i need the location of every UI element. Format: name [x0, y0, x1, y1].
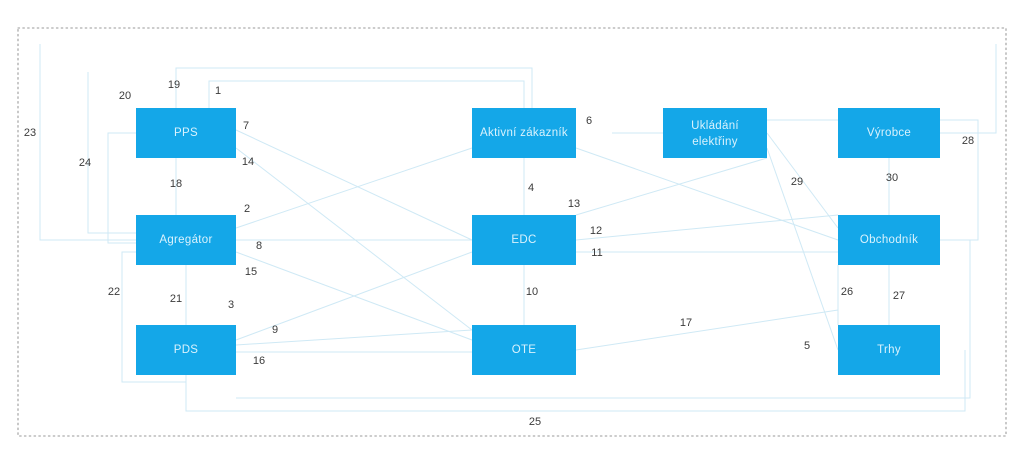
- connector-13: [575, 157, 768, 216]
- node-label-ukladani-line2: elektřiny: [692, 136, 738, 148]
- edge-label-10: 10: [526, 286, 538, 298]
- node-ote[interactable]: OTE: [472, 325, 576, 375]
- edge-label-23: 23: [24, 127, 36, 139]
- node-label-ukladani: Ukládání: [691, 120, 739, 132]
- connector-29: [766, 132, 839, 229]
- edge-label-7: 7: [243, 120, 249, 132]
- edge-label-29: 29: [791, 176, 803, 188]
- edge-labels-layer: 1234567891011121314151617181920212223242…: [24, 79, 974, 428]
- edge-label-16: 16: [253, 355, 265, 367]
- nodes-layer: PPS Aktivní zákazník Ukládání elektřiny Výro…: [136, 108, 940, 375]
- connector-20: [107, 132, 136, 244]
- node-label-pps: PPS: [174, 127, 198, 139]
- node-box-pps[interactable]: [136, 108, 236, 158]
- node-pds[interactable]: PDS: [136, 325, 236, 375]
- node-label-agregator: Agregátor: [159, 234, 212, 246]
- node-box-trhy[interactable]: [838, 325, 940, 375]
- node-label-aktivni: Aktivní zákazník: [480, 127, 568, 139]
- node-ukladani[interactable]: Ukládání elektřiny: [663, 108, 767, 158]
- connector-route-b: [236, 239, 971, 399]
- node-label-trhy: Trhy: [877, 344, 901, 356]
- node-box-obchodnik[interactable]: [838, 215, 940, 265]
- edge-label-18: 18: [170, 178, 182, 190]
- edge-label-17: 17: [680, 317, 692, 329]
- edge-label-20: 20: [119, 90, 131, 102]
- node-box-ukladani[interactable]: [663, 108, 767, 158]
- edge-label-2: 2: [244, 203, 250, 215]
- connector-17: [575, 309, 839, 351]
- edge-label-26: 26: [841, 286, 853, 298]
- node-obchodnik[interactable]: Obchodník: [838, 215, 940, 265]
- node-aktivni[interactable]: Aktivní zákazník: [472, 108, 576, 158]
- connector-22: [121, 251, 186, 383]
- edges-layer: [39, 44, 997, 412]
- node-agregator[interactable]: Agregátor: [136, 215, 236, 265]
- connector-1: [208, 80, 525, 108]
- edge-label-27: 27: [893, 290, 905, 302]
- edge-label-14: 14: [242, 156, 254, 168]
- connector-7: [235, 129, 473, 241]
- connector-9: [235, 329, 473, 346]
- edge-label-3: 3: [228, 299, 234, 311]
- node-box-edc[interactable]: [472, 215, 576, 265]
- edge-label-8: 8: [256, 240, 262, 252]
- connector-24: [87, 72, 136, 234]
- connector-23: [39, 44, 136, 241]
- connector-2: [235, 147, 473, 229]
- connector-6: [575, 147, 839, 241]
- edge-label-30: 30: [886, 172, 898, 184]
- edge-label-15: 15: [245, 266, 257, 278]
- node-label-vyrobce: Výrobce: [867, 127, 911, 139]
- node-edc[interactable]: EDC: [472, 215, 576, 265]
- node-pps[interactable]: PPS: [136, 108, 236, 158]
- node-label-edc: EDC: [511, 234, 536, 246]
- node-box-ote[interactable]: [472, 325, 576, 375]
- connector-14: [235, 147, 473, 331]
- edge-label-28: 28: [962, 135, 974, 147]
- edge-label-11: 11: [591, 247, 602, 259]
- connector-5: [766, 147, 839, 351]
- edge-label-1: 1: [215, 85, 221, 97]
- node-box-agregator[interactable]: [136, 215, 236, 265]
- connector-15: [235, 251, 473, 341]
- edge-label-12: 12: [590, 225, 602, 237]
- edge-label-22: 22: [108, 286, 120, 298]
- edge-label-6: 6: [586, 115, 592, 127]
- connector-25: [185, 350, 966, 412]
- edge-label-24: 24: [79, 157, 91, 169]
- edge-label-9: 9: [272, 324, 278, 336]
- edge-label-25: 25: [529, 416, 541, 428]
- connector-12: [575, 214, 839, 241]
- connector-28: [940, 44, 997, 134]
- node-trhy[interactable]: Trhy: [838, 325, 940, 375]
- node-box-vyrobce[interactable]: [838, 108, 940, 158]
- node-label-ote: OTE: [512, 344, 537, 356]
- node-label-pds: PDS: [174, 344, 199, 356]
- node-vyrobce[interactable]: Výrobce: [838, 108, 940, 158]
- node-box-pds[interactable]: [136, 325, 236, 375]
- edge-label-13: 13: [568, 198, 580, 210]
- connector-19: [175, 67, 533, 108]
- system-boundary: [17, 27, 1007, 437]
- node-box-aktivni[interactable]: [472, 108, 576, 158]
- edge-label-21: 21: [170, 293, 182, 305]
- edge-label-4: 4: [528, 182, 534, 194]
- node-label-obchodnik: Obchodník: [860, 234, 918, 246]
- edge-label-5: 5: [804, 340, 810, 352]
- edge-label-19: 19: [168, 79, 180, 91]
